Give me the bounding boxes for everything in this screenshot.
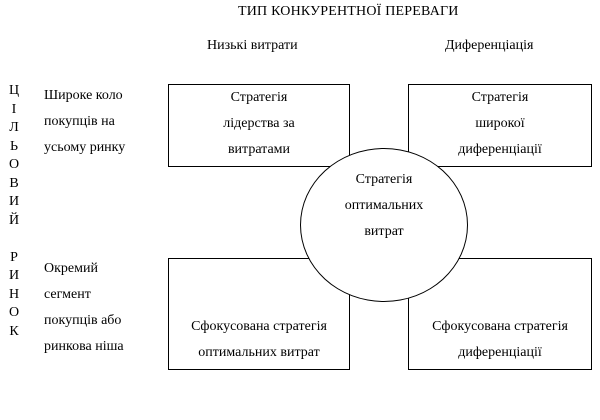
box-broad-differentiation-strategy: Стратегія широкої диференціації <box>408 84 592 167</box>
vertical-letter: І <box>11 101 17 117</box>
vertical-letter: И <box>8 194 20 209</box>
box-line: Сфокусована стратегія <box>191 319 327 334</box>
row-label-line: покупців або <box>44 313 122 328</box>
vertical-letter: Л <box>9 120 19 135</box>
row-label-line: Широке коло <box>44 88 123 103</box>
box-focused-best-cost-strategy: Сфокусована стратегія оптимальних витрат <box>168 258 350 370</box>
row-label-narrow-segment: Окремий сегмент покупців або ринкова ніш… <box>44 256 124 360</box>
row-label-line: усьому ринку <box>44 140 126 155</box>
vertical-letter: В <box>9 175 19 191</box>
circle-line: витрат <box>364 224 404 239</box>
vertical-letter: К <box>9 323 19 339</box>
vertical-letter: О <box>8 157 20 172</box>
box-line: витратами <box>227 142 291 157</box>
box-line: диференціації <box>458 345 542 360</box>
box-line: диференціації <box>458 142 542 157</box>
vertical-letter: Р <box>10 249 18 265</box>
diagram-title: ТИП КОНКУРЕНТНОЇ ПЕРЕВАГИ <box>238 4 459 19</box>
vertical-letter: И <box>8 268 20 283</box>
circle-line: Стратегія <box>355 172 413 187</box>
row-label-broad-market: Широке коло покупців на усьому ринку <box>44 83 125 161</box>
vertical-letter: Н <box>8 286 20 302</box>
vertical-letter: Ц <box>8 83 20 98</box>
box-line: Стратегія <box>471 90 529 105</box>
box-cost-leadership-strategy: Стратегія лідерства за витратами <box>168 84 350 167</box>
box-line: оптимальних витрат <box>198 345 320 360</box>
vertical-letter: Й <box>8 212 20 228</box>
box-line: Стратегія <box>230 90 288 105</box>
box-line: Сфокусована стратегія <box>432 319 568 334</box>
column-header-differentiation: Диференціація <box>445 38 534 53</box>
circle-best-cost-strategy: Стратегія оптимальних витрат <box>300 148 468 302</box>
row-label-line: покупців на <box>44 114 115 129</box>
vertical-letter: Ь <box>9 138 19 154</box>
vertical-letter <box>4 230 24 249</box>
vertical-letter: О <box>8 305 20 320</box>
circle-line: оптимальних <box>344 198 424 213</box>
column-header-low-cost: Низькі витрати <box>207 38 298 53</box>
box-line: лідерства за <box>223 116 295 131</box>
row-label-line: сегмент <box>44 287 91 302</box>
row-label-line: ринкова ніша <box>44 339 124 354</box>
box-focused-differentiation-strategy: Сфокусована стратегія диференціації <box>408 258 592 370</box>
row-label-line: Окремий <box>44 261 98 276</box>
box-line: широкої <box>475 116 525 131</box>
vertical-label-target-market: Ц І Л Ь О В И Й Р И Н О К <box>4 82 24 341</box>
